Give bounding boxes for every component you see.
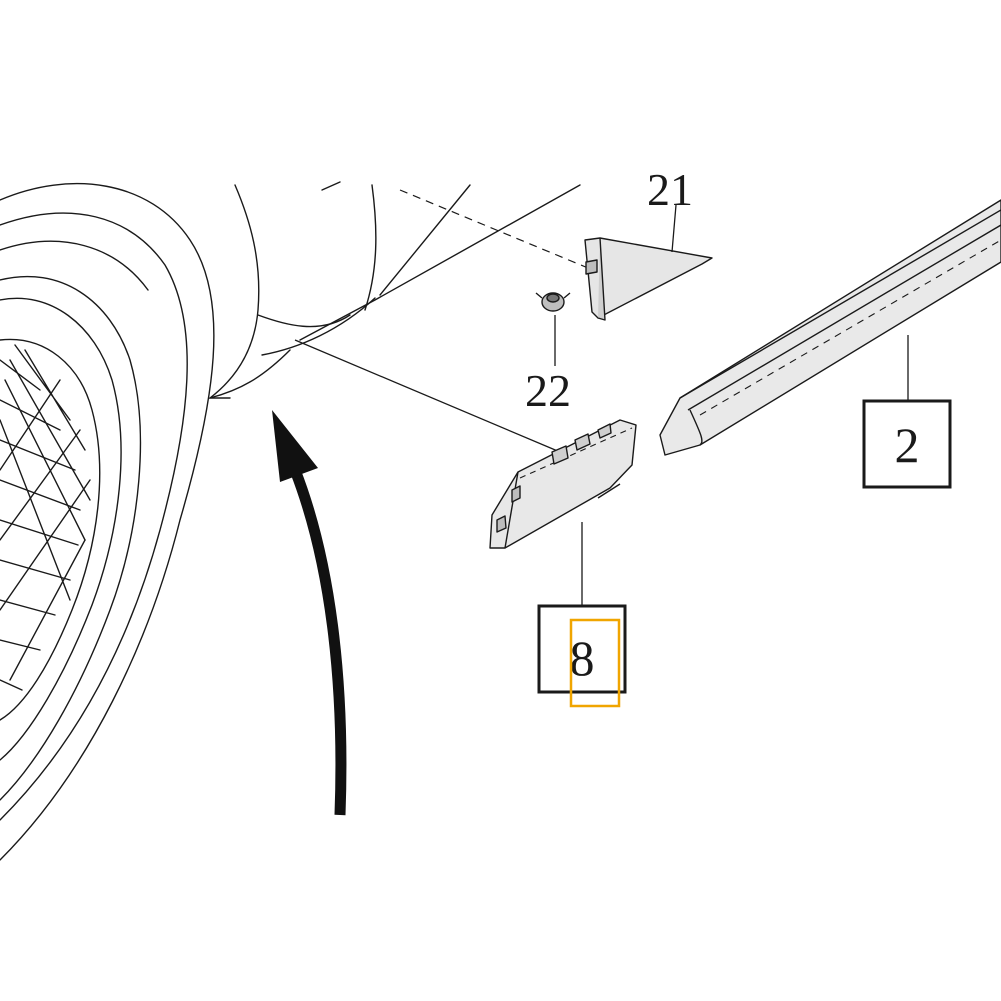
callout-box-2 [862,399,952,489]
part-8-end-cap [489,419,637,549]
assembly-dash-lines [399,189,589,269]
callout-label-21: 21 [647,164,693,215]
callout-label-2: 2 [895,417,920,473]
highlight-frame-8 [569,618,621,708]
leader-line-21 [671,204,677,253]
part-2-sill-moulding [659,199,1001,456]
callout-label-22: 22 [525,365,571,416]
curved-arrow-icon [272,410,347,816]
part-21-trim-piece [584,237,713,321]
wheel-and-fender [0,181,581,861]
part-22-clip [535,292,571,312]
callout-label-8: 8 [570,630,595,686]
leader-line-body-to-part-8 [294,339,561,453]
